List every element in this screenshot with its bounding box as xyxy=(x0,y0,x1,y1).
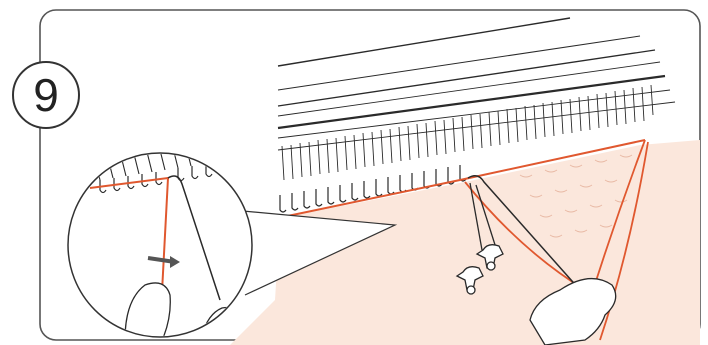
step-number: 9 xyxy=(14,63,78,127)
